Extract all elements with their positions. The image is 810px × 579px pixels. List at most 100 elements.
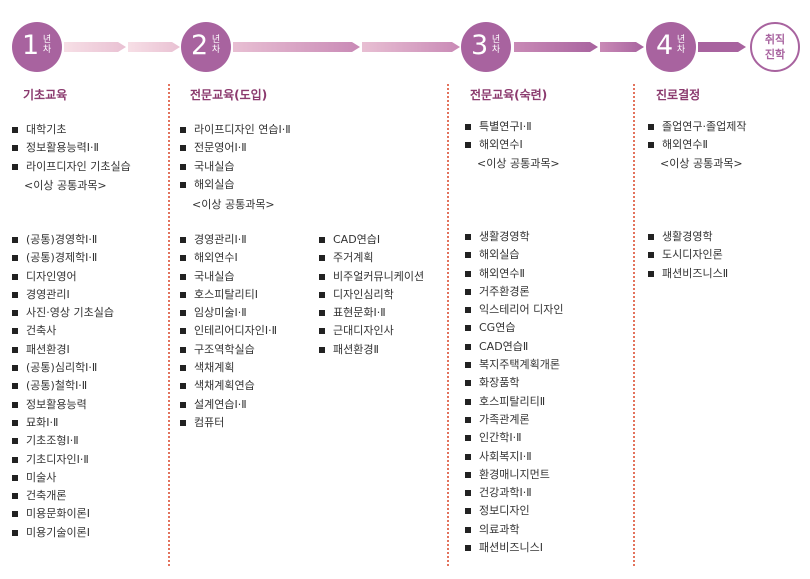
course-item: 구조역학실습 — [179, 341, 277, 359]
course-item: CAD연습Ⅱ — [464, 338, 563, 356]
course-item: 대학기초 — [11, 121, 131, 139]
course-item: 생활경영학 — [464, 228, 563, 246]
course-item: 디자인영어 — [11, 268, 114, 286]
course-item: 정보활용능력 — [11, 396, 114, 414]
course-item: 해외실습 — [464, 246, 563, 264]
course-item: 화장품학 — [464, 374, 563, 392]
course-item: 익스테리어 디자인 — [464, 301, 563, 319]
year-4-number: 4 — [656, 30, 674, 61]
course-item: 미용문화이론Ⅰ — [11, 505, 114, 523]
course-item: (공통)경제학Ⅰ·Ⅱ — [11, 249, 114, 267]
course-item: 정보활용능력Ⅰ·Ⅱ — [11, 139, 131, 157]
column-4-heading: 진로결정 — [656, 88, 701, 102]
course-item: 컴퓨터 — [179, 414, 277, 432]
arrow-4-final — [698, 42, 746, 52]
final-step-line2: 진학 — [764, 48, 786, 61]
course-item: 건축사 — [11, 322, 114, 340]
course-item: 해외실습 — [179, 176, 291, 194]
course-item: 호스피탈리티Ⅰ — [179, 286, 277, 304]
column-divider-3 — [633, 84, 635, 566]
course-item: 생활경영학 — [647, 228, 728, 246]
course-item: 거주환경론 — [464, 283, 563, 301]
course-item: 건강과학Ⅰ·Ⅱ — [464, 484, 563, 502]
course-item: 패션환경Ⅱ — [318, 341, 424, 359]
progression-track — [64, 42, 746, 52]
course-item: 라이프디자인 연습Ⅰ·Ⅱ — [179, 121, 291, 139]
column-3-heading: 전문교육(숙련) — [470, 88, 548, 102]
arrow-1-2 — [64, 42, 180, 52]
course-item: 사진·영상 기초실습 — [11, 304, 114, 322]
year-1-number: 1 — [22, 30, 40, 61]
course-item: 특별연구Ⅰ·Ⅱ — [464, 118, 532, 136]
column-2-core-note: <이상 공통과목> — [192, 198, 275, 211]
column-1-heading: 기초교육 — [23, 88, 68, 102]
course-item: (공통)철학Ⅰ·Ⅱ — [11, 377, 114, 395]
course-item: 근대디자인사 — [318, 322, 424, 340]
column-divider-1 — [168, 84, 170, 566]
course-item: 기초조형Ⅰ·Ⅱ — [11, 432, 114, 450]
course-item: 정보디자인 — [464, 502, 563, 520]
course-item: 국내실습 — [179, 268, 277, 286]
course-item: 사회복지Ⅰ·Ⅱ — [464, 448, 563, 466]
course-item: 환경매니지먼트 — [464, 466, 563, 484]
course-item: 건축개론 — [11, 487, 114, 505]
course-item: 패션비즈니스Ⅰ — [464, 539, 563, 557]
course-item: 복지주택계획개론 — [464, 356, 563, 374]
course-item: 국내실습 — [179, 158, 291, 176]
final-step-line1: 취직 — [764, 33, 786, 46]
course-item: 해외연수Ⅰ — [464, 136, 532, 154]
column-3-core-note: <이상 공통과목> — [477, 157, 560, 170]
course-item: 표현문화Ⅰ·Ⅱ — [318, 304, 424, 322]
course-item: 인테리어디자인Ⅰ·Ⅱ — [179, 322, 277, 340]
course-item: 경영관리Ⅰ·Ⅱ — [179, 231, 277, 249]
course-item: 미술사 — [11, 469, 114, 487]
course-item: 비주얼커뮤니케이션 — [318, 268, 424, 286]
column-divider-2 — [447, 84, 449, 566]
course-item: 도시디자인론 — [647, 246, 728, 264]
course-item: 가족관계론 — [464, 411, 563, 429]
course-item: 졸업연구·졸업제작 — [647, 118, 746, 136]
course-item: (공통)경영학Ⅰ·Ⅱ — [11, 231, 114, 249]
course-item: 의료과학 — [464, 521, 563, 539]
course-item: 라이프디자인 기초실습 — [11, 158, 131, 176]
course-item: 색채계획 — [179, 359, 277, 377]
arrow-2-3 — [233, 42, 460, 52]
course-item: 묘화Ⅰ·Ⅱ — [11, 414, 114, 432]
course-item: 해외연수Ⅱ — [464, 265, 563, 283]
course-item: 해외연수Ⅱ — [647, 136, 746, 154]
course-item: 패션환경Ⅰ — [11, 341, 114, 359]
year-3-number: 3 — [471, 30, 489, 61]
course-item: 인간학Ⅰ·Ⅱ — [464, 429, 563, 447]
course-item: 색채계획연습 — [179, 377, 277, 395]
course-item: 미용기술이론Ⅰ — [11, 524, 114, 542]
course-item: 호스피탈리티Ⅱ — [464, 393, 563, 411]
course-item: 전문영어Ⅰ·Ⅱ — [179, 139, 291, 157]
course-item: 설계연습Ⅰ·Ⅱ — [179, 396, 277, 414]
course-item: CAD연습Ⅰ — [318, 231, 424, 249]
column-4-core-note: <이상 공통과목> — [660, 157, 743, 170]
final-step-circle: 취직 진학 — [750, 22, 800, 72]
course-item: 주거계획 — [318, 249, 424, 267]
course-item: 해외연수Ⅰ — [179, 249, 277, 267]
column-2-heading: 전문교육(도입) — [190, 88, 268, 102]
course-item: 기초디자인Ⅰ·Ⅱ — [11, 451, 114, 469]
course-item: 디자인심리학 — [318, 286, 424, 304]
year-2-number: 2 — [191, 30, 209, 61]
arrow-3-4 — [514, 42, 644, 52]
course-item: 임상미술Ⅰ·Ⅱ — [179, 304, 277, 322]
